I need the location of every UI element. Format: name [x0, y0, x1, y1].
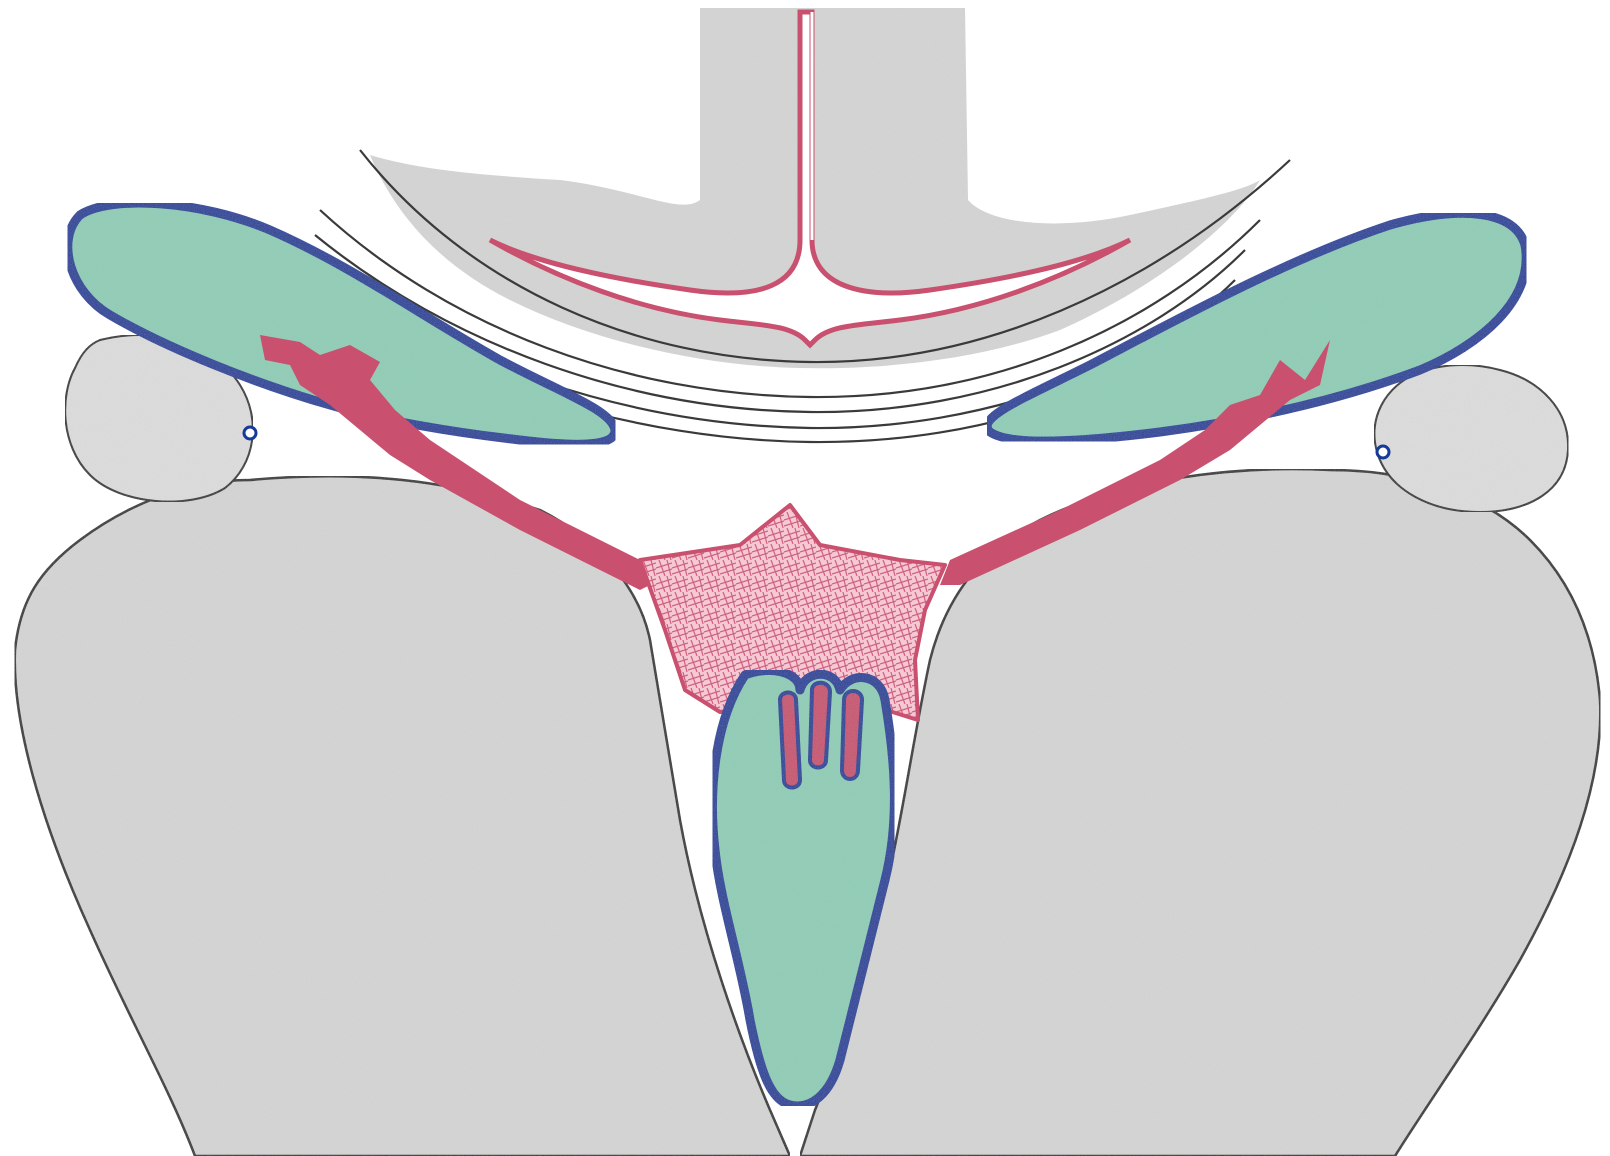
- right-tiny-circle: [1377, 446, 1389, 458]
- left-tiny-circle: [244, 427, 256, 439]
- right-small-round: [1374, 365, 1568, 512]
